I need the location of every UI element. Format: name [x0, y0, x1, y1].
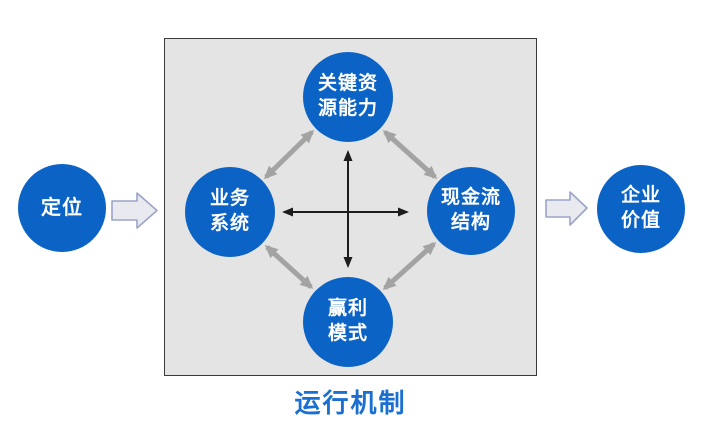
node-business-system: 业务 系统 [185, 167, 275, 257]
node-positioning: 定位 [18, 164, 106, 252]
node-enterprise-value: 企业 价值 [597, 165, 685, 253]
flow-arrow-mechanism-to-value-icon [545, 191, 588, 226]
diagram-caption: 运行机制 [294, 388, 407, 418]
flow-arrow-positioning-to-mechanism-icon [111, 192, 158, 229]
node-key-resource-capability: 关键资 源能力 [303, 52, 393, 142]
node-profit-model: 赢利 模式 [303, 277, 393, 367]
node-cash-flow-structure: 现金流 结构 [427, 167, 515, 255]
